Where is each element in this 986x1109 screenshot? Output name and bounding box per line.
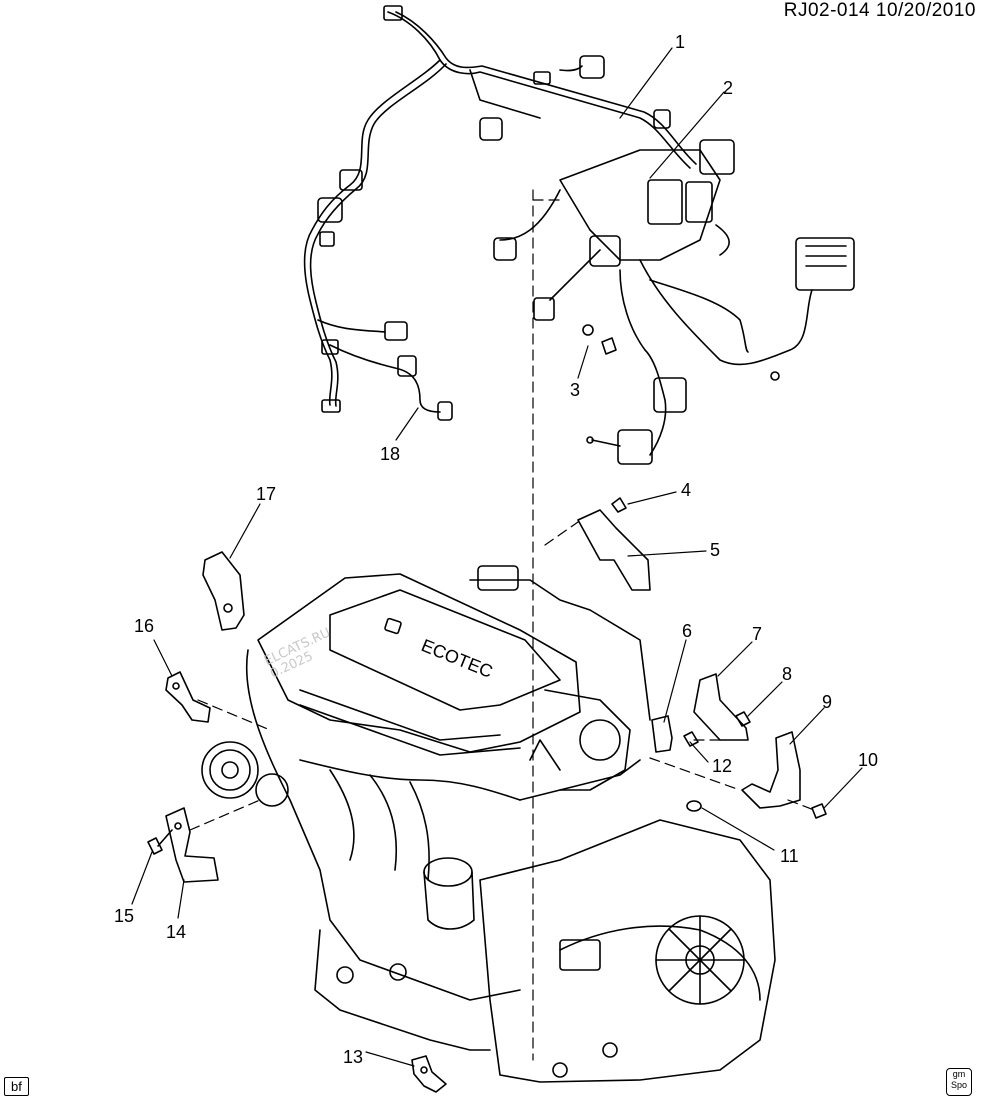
callout-14[interactable]: 14 (166, 922, 186, 942)
bf-badge: bf (4, 1077, 29, 1096)
gm-spo-logo: gm Spo (946, 1068, 972, 1096)
callout-16[interactable]: 16 (134, 616, 154, 636)
callout-9[interactable]: 9 (822, 692, 832, 712)
callout-8[interactable]: 8 (782, 664, 792, 684)
callout-17[interactable]: 17 (256, 484, 276, 504)
callout-11[interactable]: 11 (780, 846, 799, 866)
callout-numbers: 1 2 3 4 5 6 7 8 9 10 11 12 13 14 15 16 1… (114, 32, 878, 1067)
callout-15[interactable]: 15 (114, 906, 134, 926)
callout-2[interactable]: 2 (723, 78, 733, 98)
callout-13[interactable]: 13 (343, 1047, 363, 1067)
diagram-reference: RJ02-014 10/20/2010 (783, 0, 976, 21)
callout-10[interactable]: 10 (858, 750, 878, 770)
callout-12[interactable]: 12 (712, 756, 732, 776)
engine-assembly (201, 565, 776, 1083)
callout-18[interactable]: 18 (380, 444, 400, 464)
small-parts (147, 337, 827, 1093)
alignment-lines (189, 189, 815, 1061)
engine-brand-label: ECOTEC (419, 635, 496, 682)
leader-lines (131, 47, 863, 1067)
callout-4[interactable]: 4 (681, 480, 691, 500)
callout-5[interactable]: 5 (710, 540, 720, 560)
callout-3[interactable]: 3 (570, 380, 580, 400)
callout-6[interactable]: 6 (682, 621, 692, 641)
engine-wiring-harness (303, 5, 855, 465)
callout-7[interactable]: 7 (752, 624, 762, 644)
callout-1[interactable]: 1 (675, 32, 685, 52)
